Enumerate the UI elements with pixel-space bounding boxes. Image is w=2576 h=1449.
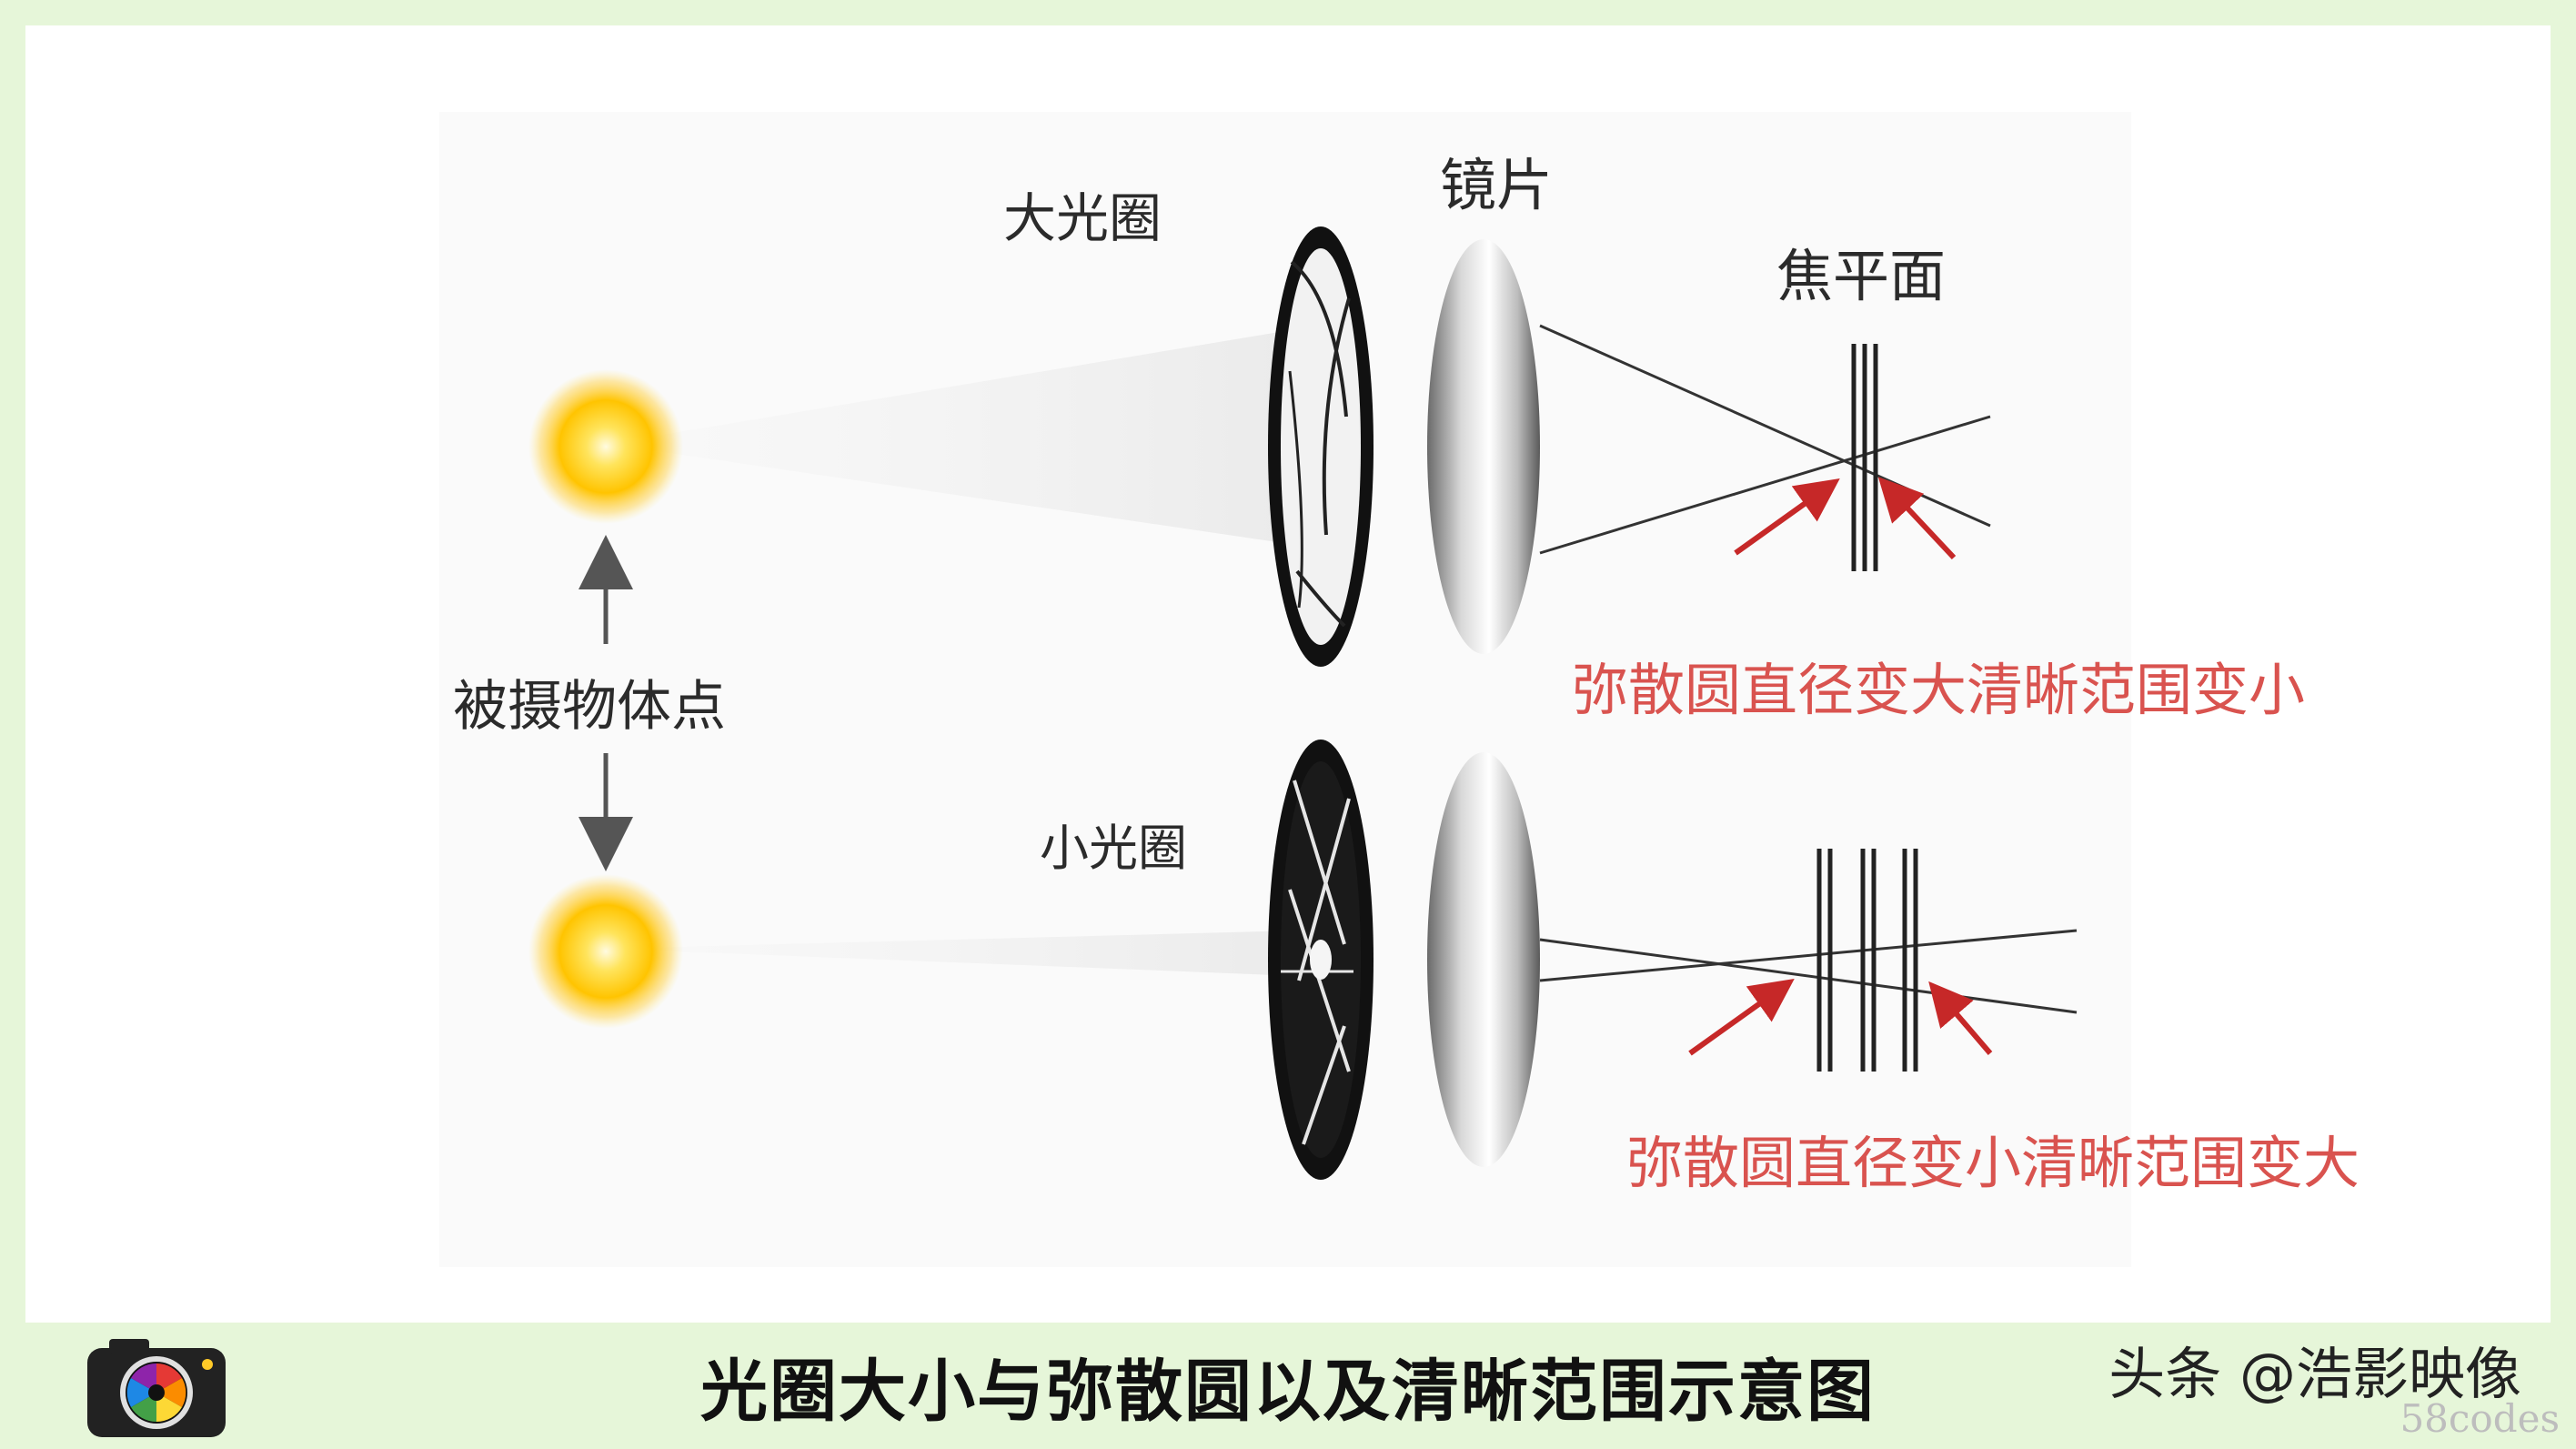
label-small-result: 弥散圆直径变小清晰范围变大: [1626, 1130, 2360, 1196]
diagram-panel: 大光圈 镜片 焦平面 被摄物体点 小光圈 弥散圆直径变大清晰范围变小 弥散圆直径…: [25, 25, 2551, 1323]
label-focal-plane: 焦平面: [1776, 243, 1947, 309]
footer-title: 光圈大小与弥散圆以及清晰范围示意图: [700, 1353, 1876, 1431]
small-aperture-row: [528, 740, 2078, 1180]
aperture-ring-large: [1268, 226, 1374, 667]
label-large-result: 弥散圆直径变大清晰范围变小: [1572, 657, 2306, 723]
watermark: 头条 @浩影映像: [2108, 1341, 2521, 1407]
subject-point-top: [528, 369, 683, 524]
light-beam-bottom: [608, 931, 1299, 976]
label-subject-point: 被摄物体点: [453, 675, 726, 739]
label-small-aperture: 小光圈: [1040, 820, 1187, 877]
red-arrows-top: [1734, 477, 1957, 560]
camera-aperture-icon: [84, 1335, 229, 1441]
label-large-aperture: 大光圈: [1003, 187, 1162, 249]
lens-top: [1427, 239, 1540, 654]
subject-point-bottom: [528, 874, 683, 1029]
focal-planes-bottom: [1816, 849, 1918, 1072]
red-arrows-bottom: [1688, 979, 1993, 1056]
aperture-diagram: [439, 112, 2131, 1267]
focus-rays-bottom: [1539, 929, 2078, 1014]
focal-plane-top: [1851, 344, 1878, 571]
label-lens: 镜片: [1440, 152, 1554, 218]
aperture-ring-small: [1268, 740, 1374, 1180]
lens-bottom: [1427, 752, 1540, 1167]
large-aperture-row: [528, 226, 1991, 667]
watermark-small: 58codes: [2400, 1396, 2560, 1441]
light-beam-top: [608, 330, 1290, 544]
